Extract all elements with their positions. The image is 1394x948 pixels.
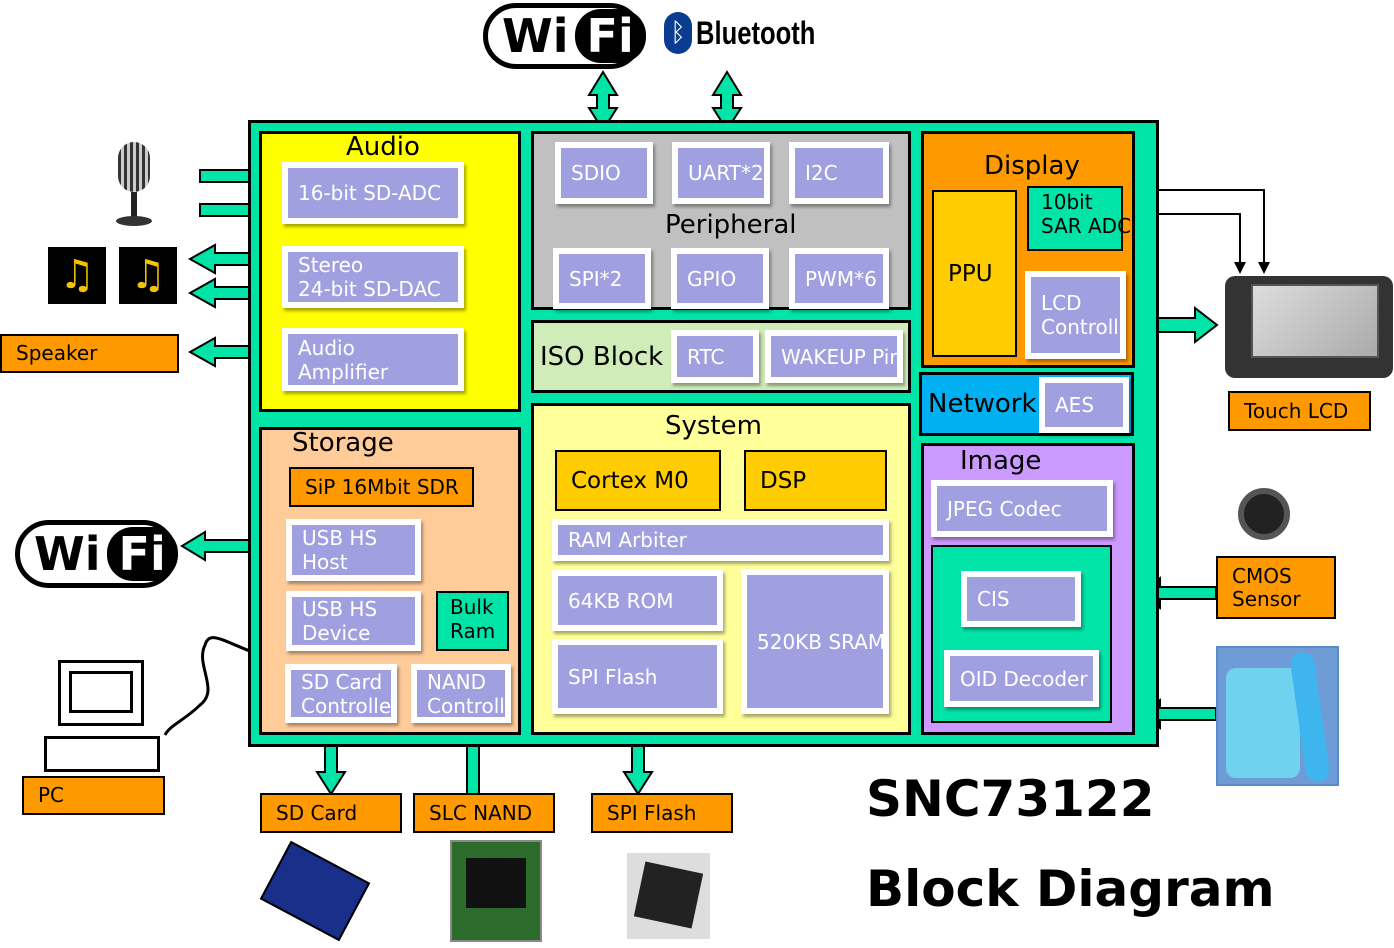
lcd-controller-module: LCD Controller [1025, 271, 1126, 359]
storage-title: Storage [292, 428, 394, 458]
pc-icon [44, 660, 160, 772]
chip-name: SNC73122 [866, 770, 1155, 828]
uart-module: UART*2 [672, 142, 770, 204]
rtc-module: RTC [671, 330, 759, 383]
audio-title: Audio [346, 132, 420, 162]
cmos-camera-image [1238, 488, 1290, 540]
arrow-wifi-sdio [587, 70, 619, 132]
touch-lcd-image [1225, 276, 1393, 378]
pc-label: PC [22, 776, 165, 815]
sd-card-label: SD Card [260, 793, 402, 833]
microphone-icon [112, 142, 156, 228]
spi-flash-label: SPI Flash [591, 793, 733, 833]
sd-card-controller-module: SD Card Controller [285, 664, 397, 723]
touch-lcd-label: Touch LCD [1228, 391, 1371, 431]
rom-module: 64KB ROM [552, 570, 723, 631]
aes-module: AES [1039, 377, 1129, 433]
spi-module: SPI*2 [553, 248, 651, 309]
cortex-m0-core: Cortex M0 [555, 450, 721, 511]
pwm-module: PWM*6 [789, 248, 889, 309]
slc-nand-label: SLC NAND [413, 793, 555, 833]
gpio-module: GPIO [671, 248, 769, 309]
oid-decoder-module: OID Decoder [944, 650, 1099, 707]
bluetooth-logo: ᛒ Bluetooth [664, 12, 845, 54]
sram-module: 520KB SRAM [741, 569, 889, 714]
sd-adc-module: 16-bit SD-ADC [282, 162, 464, 224]
ram-arbiter-module: RAM Arbiter [552, 519, 889, 561]
usb-device-module: USB HS Device [286, 591, 421, 651]
sip-sdr-module: SiP 16Mbit SDR [289, 467, 474, 507]
sdio-module: SDIO [555, 142, 653, 204]
bulk-ram-module: Bulk Ram [436, 591, 509, 651]
bluetooth-icon: ᛒ [664, 12, 692, 54]
arrow-bt-uart [711, 70, 743, 132]
spi-flash-chip-image [627, 853, 710, 939]
sd-dac-module: Stereo 24-bit SD-DAC [282, 246, 464, 308]
audio-amplifier-module: Audio Amplifier [282, 328, 464, 391]
iso-title: ISO Block [540, 342, 664, 372]
speaker-label: Speaker [0, 334, 179, 373]
i2c-module: I2C [789, 142, 889, 204]
peripheral-title: Peripheral [665, 210, 797, 240]
cmos-sensor-label: CMOS Sensor [1216, 556, 1336, 619]
music-icon: ♫ [119, 247, 177, 304]
dsp-core: DSP [744, 450, 887, 511]
nand-chip-image [450, 840, 542, 942]
wakeup-pin-module: WAKEUP Pin [765, 330, 903, 383]
music-icon: ♫ [48, 247, 106, 304]
image-title: Image [960, 446, 1042, 476]
spi-flash-module: SPI Flash [552, 639, 723, 714]
diagram-subtitle: Block Diagram [866, 860, 1275, 918]
usb-host-module: USB HS Host [286, 519, 421, 581]
nand-controller-module: NAND Controller [411, 664, 511, 723]
jpeg-codec-module: JPEG Codec [931, 480, 1113, 537]
sar-adc-module: 10bit SAR ADC [1027, 186, 1131, 251]
system-title: System [665, 411, 762, 441]
oid-pen-image [1216, 646, 1339, 786]
ppu-module: PPU [932, 190, 1017, 357]
network-title: Network [928, 389, 1037, 419]
display-title: Display [984, 151, 1080, 181]
cis-module: CIS [961, 571, 1081, 627]
